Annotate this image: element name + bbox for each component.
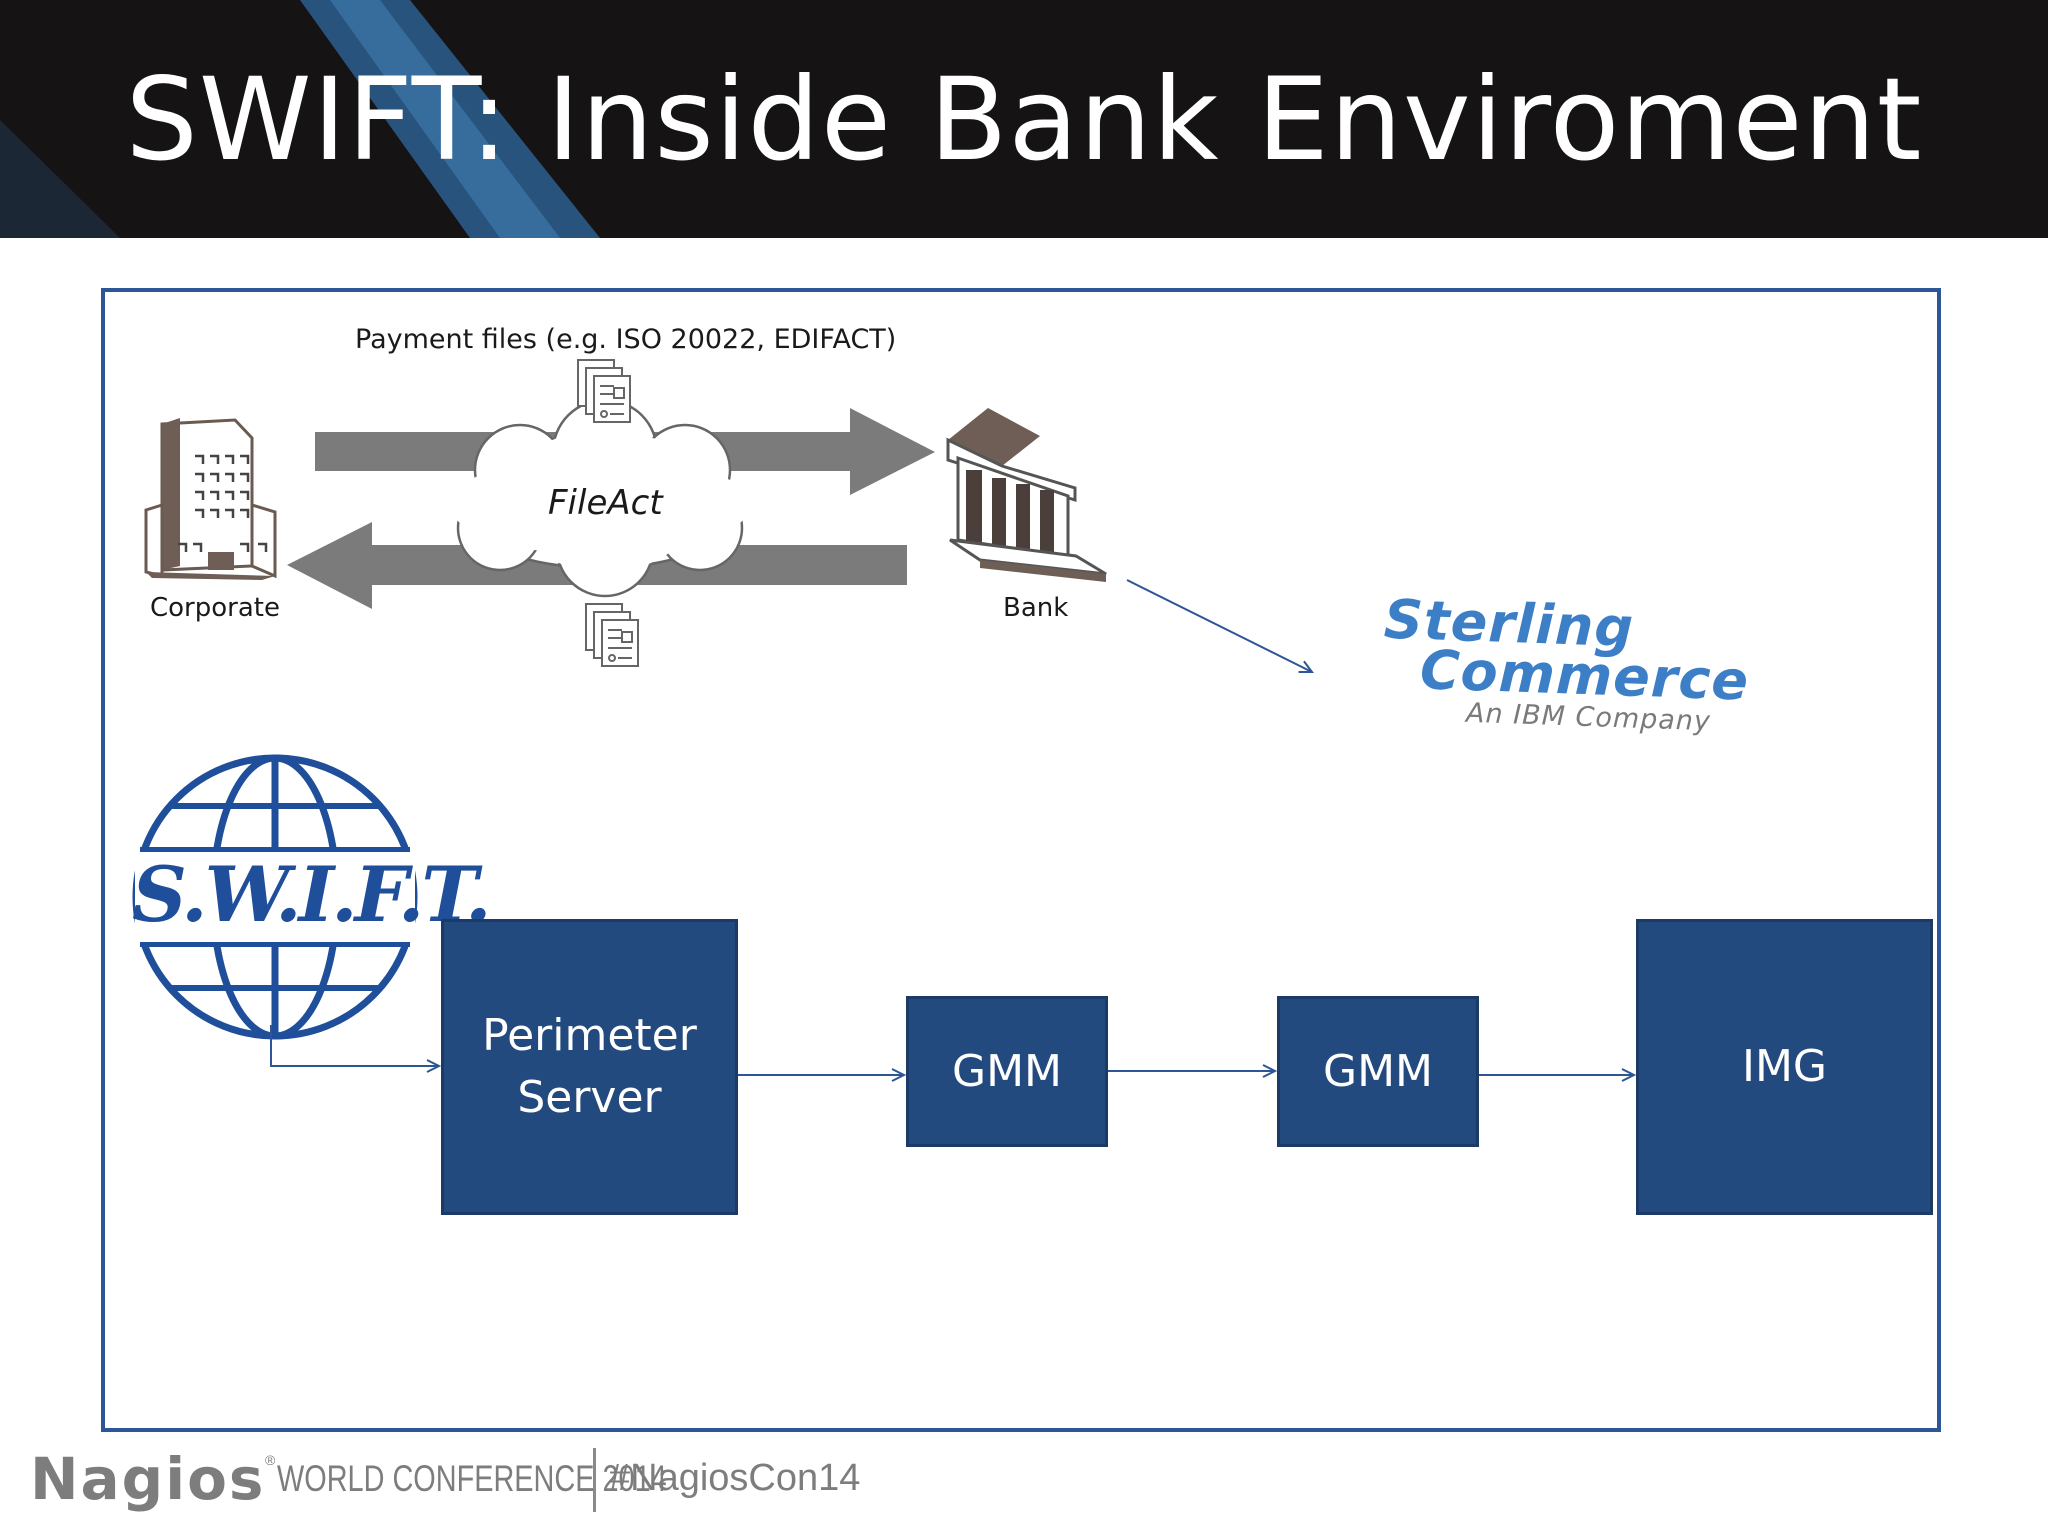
registered-mark: ® (265, 1452, 276, 1468)
document-icon-top (577, 359, 631, 423)
document-icon-bottom (585, 603, 639, 667)
header-decoration (0, 0, 600, 238)
img-box: IMG (1636, 919, 1933, 1215)
nagios-logo: Nagios (30, 1445, 266, 1513)
conference-hashtag: #NagiosCon14 (609, 1457, 861, 1499)
bank-building-icon (946, 408, 1107, 582)
perimeter-server-box: Perimeter Server (441, 919, 738, 1215)
sterling-commerce-logo: Sterling Commerce An IBM Company (1380, 588, 1760, 742)
gmm-box-2: GMM (1277, 996, 1479, 1147)
slide-title: SWIFT: Inside Bank Enviroment (125, 53, 1923, 186)
conference-label: WORLD CONFERENCE 2014 (277, 1458, 667, 1499)
perimeter-server-label: Perimeter Server (482, 1010, 697, 1123)
gmm-label-2: GMM (1322, 1045, 1434, 1097)
gmm-label-1: GMM (951, 1045, 1063, 1097)
img-label: IMG (1741, 1041, 1828, 1092)
slide-header: SWIFT: Inside Bank Enviroment (0, 0, 2048, 238)
diagram-frame (101, 288, 1941, 1432)
corporate-building-icon (144, 418, 277, 580)
bank-label: Bank (1003, 593, 1069, 623)
fileact-label: FileAct (548, 483, 663, 523)
swift-to-perimeter-arrow (270, 1025, 439, 1066)
footer-divider (593, 1448, 596, 1512)
swift-logo-text: S.W.I.F.T. (132, 850, 492, 939)
payment-files-label: Payment files (e.g. ISO 20022, EDIFACT) (355, 324, 897, 355)
corporate-label: Corporate (150, 593, 280, 623)
bank-to-sterling-arrow (1126, 579, 1312, 672)
gmm-box-1: GMM (906, 996, 1108, 1147)
